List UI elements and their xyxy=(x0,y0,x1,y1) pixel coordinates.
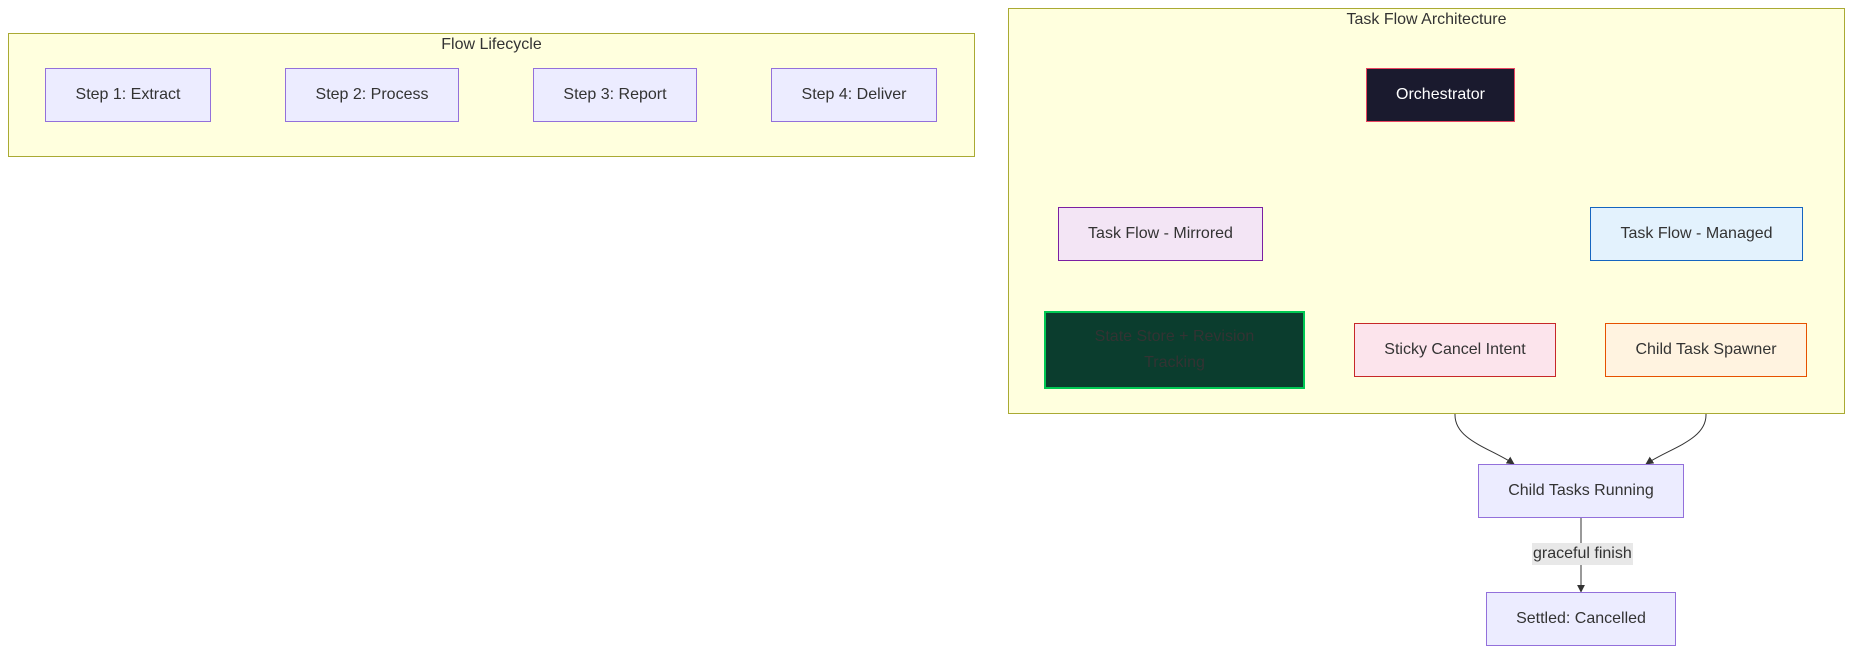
node-task-flow-mirrored[interactable]: Task Flow - Mirrored xyxy=(1058,207,1263,261)
node-child-task-spawner[interactable]: Child Task Spawner xyxy=(1605,323,1807,377)
node-step-3-report[interactable]: Step 3: Report xyxy=(533,68,697,122)
node-step-4-deliver[interactable]: Step 4: Deliver xyxy=(771,68,937,122)
node-step-2-process[interactable]: Step 2: Process xyxy=(285,68,459,122)
edge-spawner-to-running xyxy=(1645,377,1707,465)
edge-sticky-to-running xyxy=(1454,377,1515,465)
cluster-title-flow-lifecycle: Flow Lifecycle xyxy=(441,36,542,53)
node-settled-cancelled[interactable]: Settled: Cancelled xyxy=(1486,592,1676,646)
node-state-store-revision-tracking[interactable]: State Store + Revision Tracking xyxy=(1044,311,1305,389)
node-task-flow-managed[interactable]: Task Flow - Managed xyxy=(1590,207,1803,261)
edge-label-graceful-finish: graceful finish xyxy=(1532,543,1633,565)
node-step-1-extract[interactable]: Step 1: Extract xyxy=(45,68,211,122)
node-orchestrator[interactable]: Orchestrator xyxy=(1366,68,1515,122)
node-child-tasks-running[interactable]: Child Tasks Running xyxy=(1478,464,1684,518)
cluster-title-task-flow-architecture: Task Flow Architecture xyxy=(1346,11,1507,28)
node-sticky-cancel-intent[interactable]: Sticky Cancel Intent xyxy=(1354,323,1556,377)
